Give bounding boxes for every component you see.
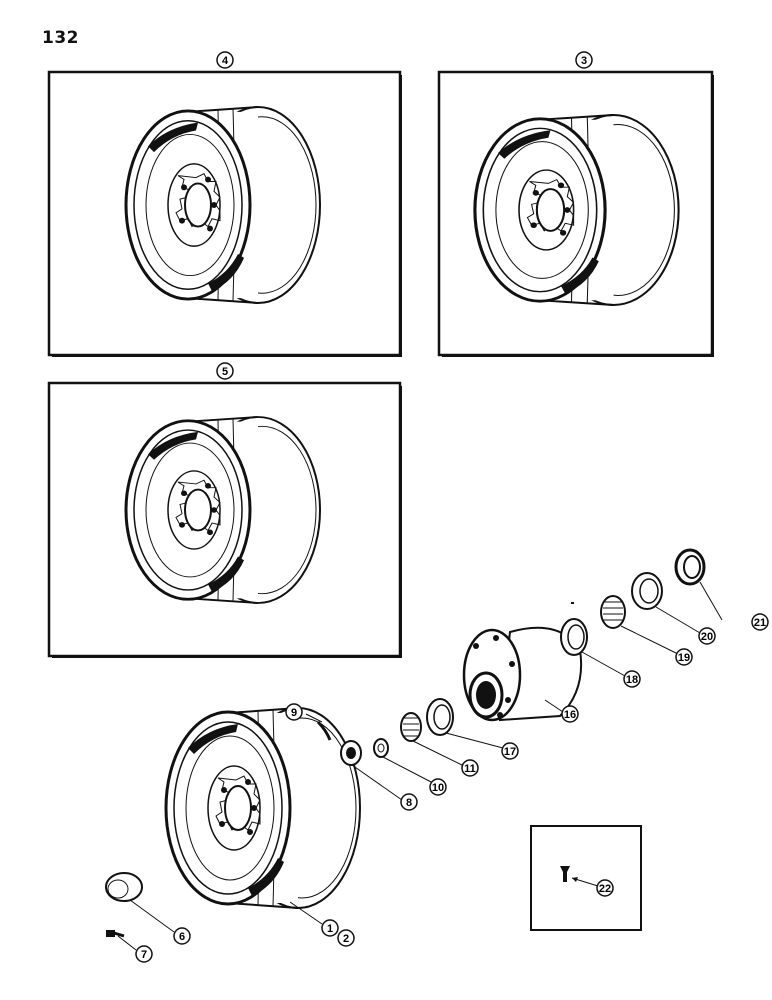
bearing-cone-inner: [400, 712, 422, 742]
bearing-cone-outer: [600, 595, 626, 629]
part-callout-6: 6: [173, 927, 191, 945]
svg-text:17: 17: [504, 746, 516, 758]
svg-text:10: 10: [432, 782, 444, 794]
panel-callout-5: 5: [216, 362, 234, 380]
svg-text:20: 20: [701, 631, 713, 643]
part-callout-18: 18: [623, 670, 641, 688]
leader-lines: [117, 581, 723, 951]
svg-text:22: 22: [599, 883, 611, 895]
part-callout-16: 16: [561, 705, 579, 723]
oil-seal: [674, 548, 706, 586]
page-number: 132: [42, 28, 79, 48]
svg-text:9: 9: [291, 707, 297, 719]
svg-text:1: 1: [327, 923, 333, 935]
part-callout-7: 7: [135, 945, 153, 963]
svg-text:18: 18: [626, 674, 638, 686]
svg-text:3: 3: [581, 55, 587, 67]
svg-text:2: 2: [343, 933, 349, 945]
panel-wheel-5: 5: [47, 362, 402, 658]
seal-retainer: [631, 572, 663, 610]
castle-nut: [340, 740, 362, 766]
part-callout-20: 20: [698, 627, 716, 645]
part-callout-17: 17: [501, 742, 519, 760]
part-callout-9: 9: [285, 703, 303, 721]
panel-callout-3: 3: [575, 51, 593, 69]
cotter-pin: [316, 720, 332, 741]
part-callout-22: 22: [596, 879, 614, 897]
svg-text:6: 6: [179, 931, 185, 943]
svg-text:21: 21: [754, 617, 766, 629]
hub-cap: [105, 872, 143, 902]
svg-text:7: 7: [141, 949, 147, 961]
bearing-cup-outer: [560, 618, 588, 656]
wheel-rim-assembly: [164, 706, 362, 910]
panel-valve-22: 22: [530, 825, 642, 931]
part-callout-10: 10: [429, 778, 447, 796]
valve-stem-icon: [560, 866, 570, 882]
washer: [373, 738, 389, 758]
svg-text:19: 19: [678, 652, 690, 664]
part-callout-8: 8: [400, 793, 418, 811]
part-callout-21: 21: [751, 613, 769, 631]
svg-text:16: 16: [564, 709, 576, 721]
panel-wheel-4: 4: [47, 51, 402, 357]
svg-text:5: 5: [222, 366, 228, 378]
svg-text:4: 4: [222, 55, 229, 67]
part-callout-11: 11: [461, 759, 479, 777]
bolt: [106, 930, 125, 938]
bearing-cup-inner: [426, 698, 454, 736]
svg-text:8: 8: [406, 797, 412, 809]
panel-callout-4: 4: [216, 51, 234, 69]
part-callout-2: 2: [337, 929, 355, 947]
svg-text:11: 11: [464, 763, 476, 775]
part-callout-1: 1: [321, 919, 339, 937]
panel-wheel-3: 3: [437, 51, 714, 357]
part-callout-19: 19: [675, 648, 693, 666]
